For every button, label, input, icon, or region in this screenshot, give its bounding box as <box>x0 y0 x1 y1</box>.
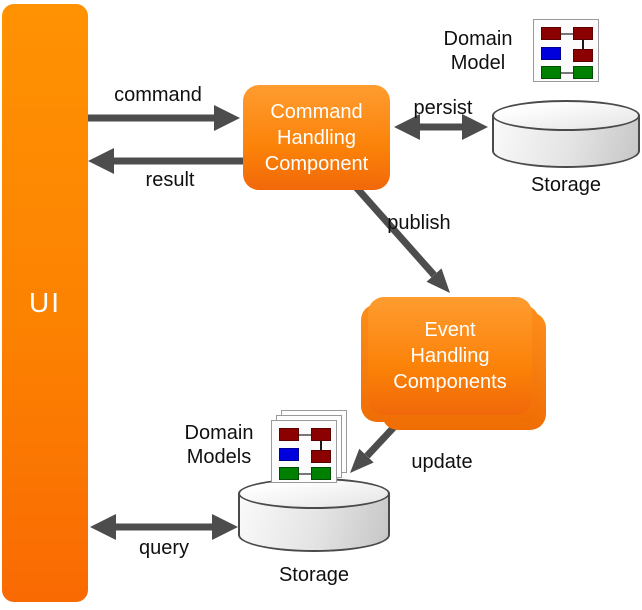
command-box-line: Handling <box>277 126 356 149</box>
entity-rect-green <box>311 467 331 480</box>
domain-models-icon-stack <box>271 410 351 483</box>
storage-bottom-cylinder <box>238 478 390 552</box>
query-edge-label: query <box>138 537 190 559</box>
relation-line <box>299 434 311 436</box>
result-arrow <box>88 148 243 174</box>
entity-rect-green <box>573 66 593 79</box>
entity-rect-blue <box>279 448 299 461</box>
result-edge-label: result <box>145 169 195 191</box>
entity-rect-maroon <box>573 27 593 40</box>
domain-models-label-line: Domain <box>184 422 254 444</box>
command-box-line: Command <box>270 100 363 123</box>
storage-bottom-label: Storage <box>278 564 350 586</box>
domain-model-icon <box>533 19 599 82</box>
entity-rect-maroon <box>573 49 593 62</box>
entity-rect-green <box>541 66 561 79</box>
persist-edge-label: persist <box>413 97 473 119</box>
event-box-line: Event <box>424 319 476 341</box>
persist-arrow <box>394 114 488 140</box>
domain-models-icon <box>271 420 337 483</box>
ui-node: UI <box>2 4 88 602</box>
relation-line <box>561 72 573 74</box>
update-edge-label: update <box>411 451 473 473</box>
command-handling-component-node: Command Handling Component <box>243 85 390 190</box>
cylinder-top-ellipse <box>492 100 640 131</box>
publish-edge-label: publish <box>387 212 451 234</box>
entity-rect-maroon <box>311 450 331 463</box>
domain-model-label-line: Model <box>450 52 506 74</box>
entity-rect-maroon <box>311 428 331 441</box>
domain-model-label-line: Domain <box>443 28 513 50</box>
ui-label: UI <box>29 287 61 318</box>
storage-top-cylinder <box>492 100 640 168</box>
relation-line <box>320 441 322 450</box>
domain-models-label: Domain Models <box>159 421 279 469</box>
event-box-line: Handling <box>410 345 490 367</box>
relation-line <box>561 33 573 35</box>
event-box-line: Components <box>393 371 507 393</box>
relation-line <box>582 40 584 49</box>
domain-model-label: Domain Model <box>418 27 538 75</box>
command-box-line: Component <box>264 152 369 175</box>
entity-rect-green <box>279 467 299 480</box>
entity-rect-maroon <box>279 428 299 441</box>
publish-arrow <box>352 183 450 293</box>
entity-rect-maroon <box>541 27 561 40</box>
event-box-front-card: Event Handling Components <box>368 297 532 415</box>
entity-rect-blue <box>541 47 561 60</box>
relation-line <box>299 473 311 475</box>
storage-top-label: Storage <box>530 174 602 196</box>
domain-models-label-line: Models <box>186 446 252 468</box>
event-handling-components-node: Event Handling Components <box>361 297 546 430</box>
command-arrow <box>88 105 240 131</box>
command-edge-label: command <box>114 84 202 106</box>
query-arrow <box>90 514 238 540</box>
